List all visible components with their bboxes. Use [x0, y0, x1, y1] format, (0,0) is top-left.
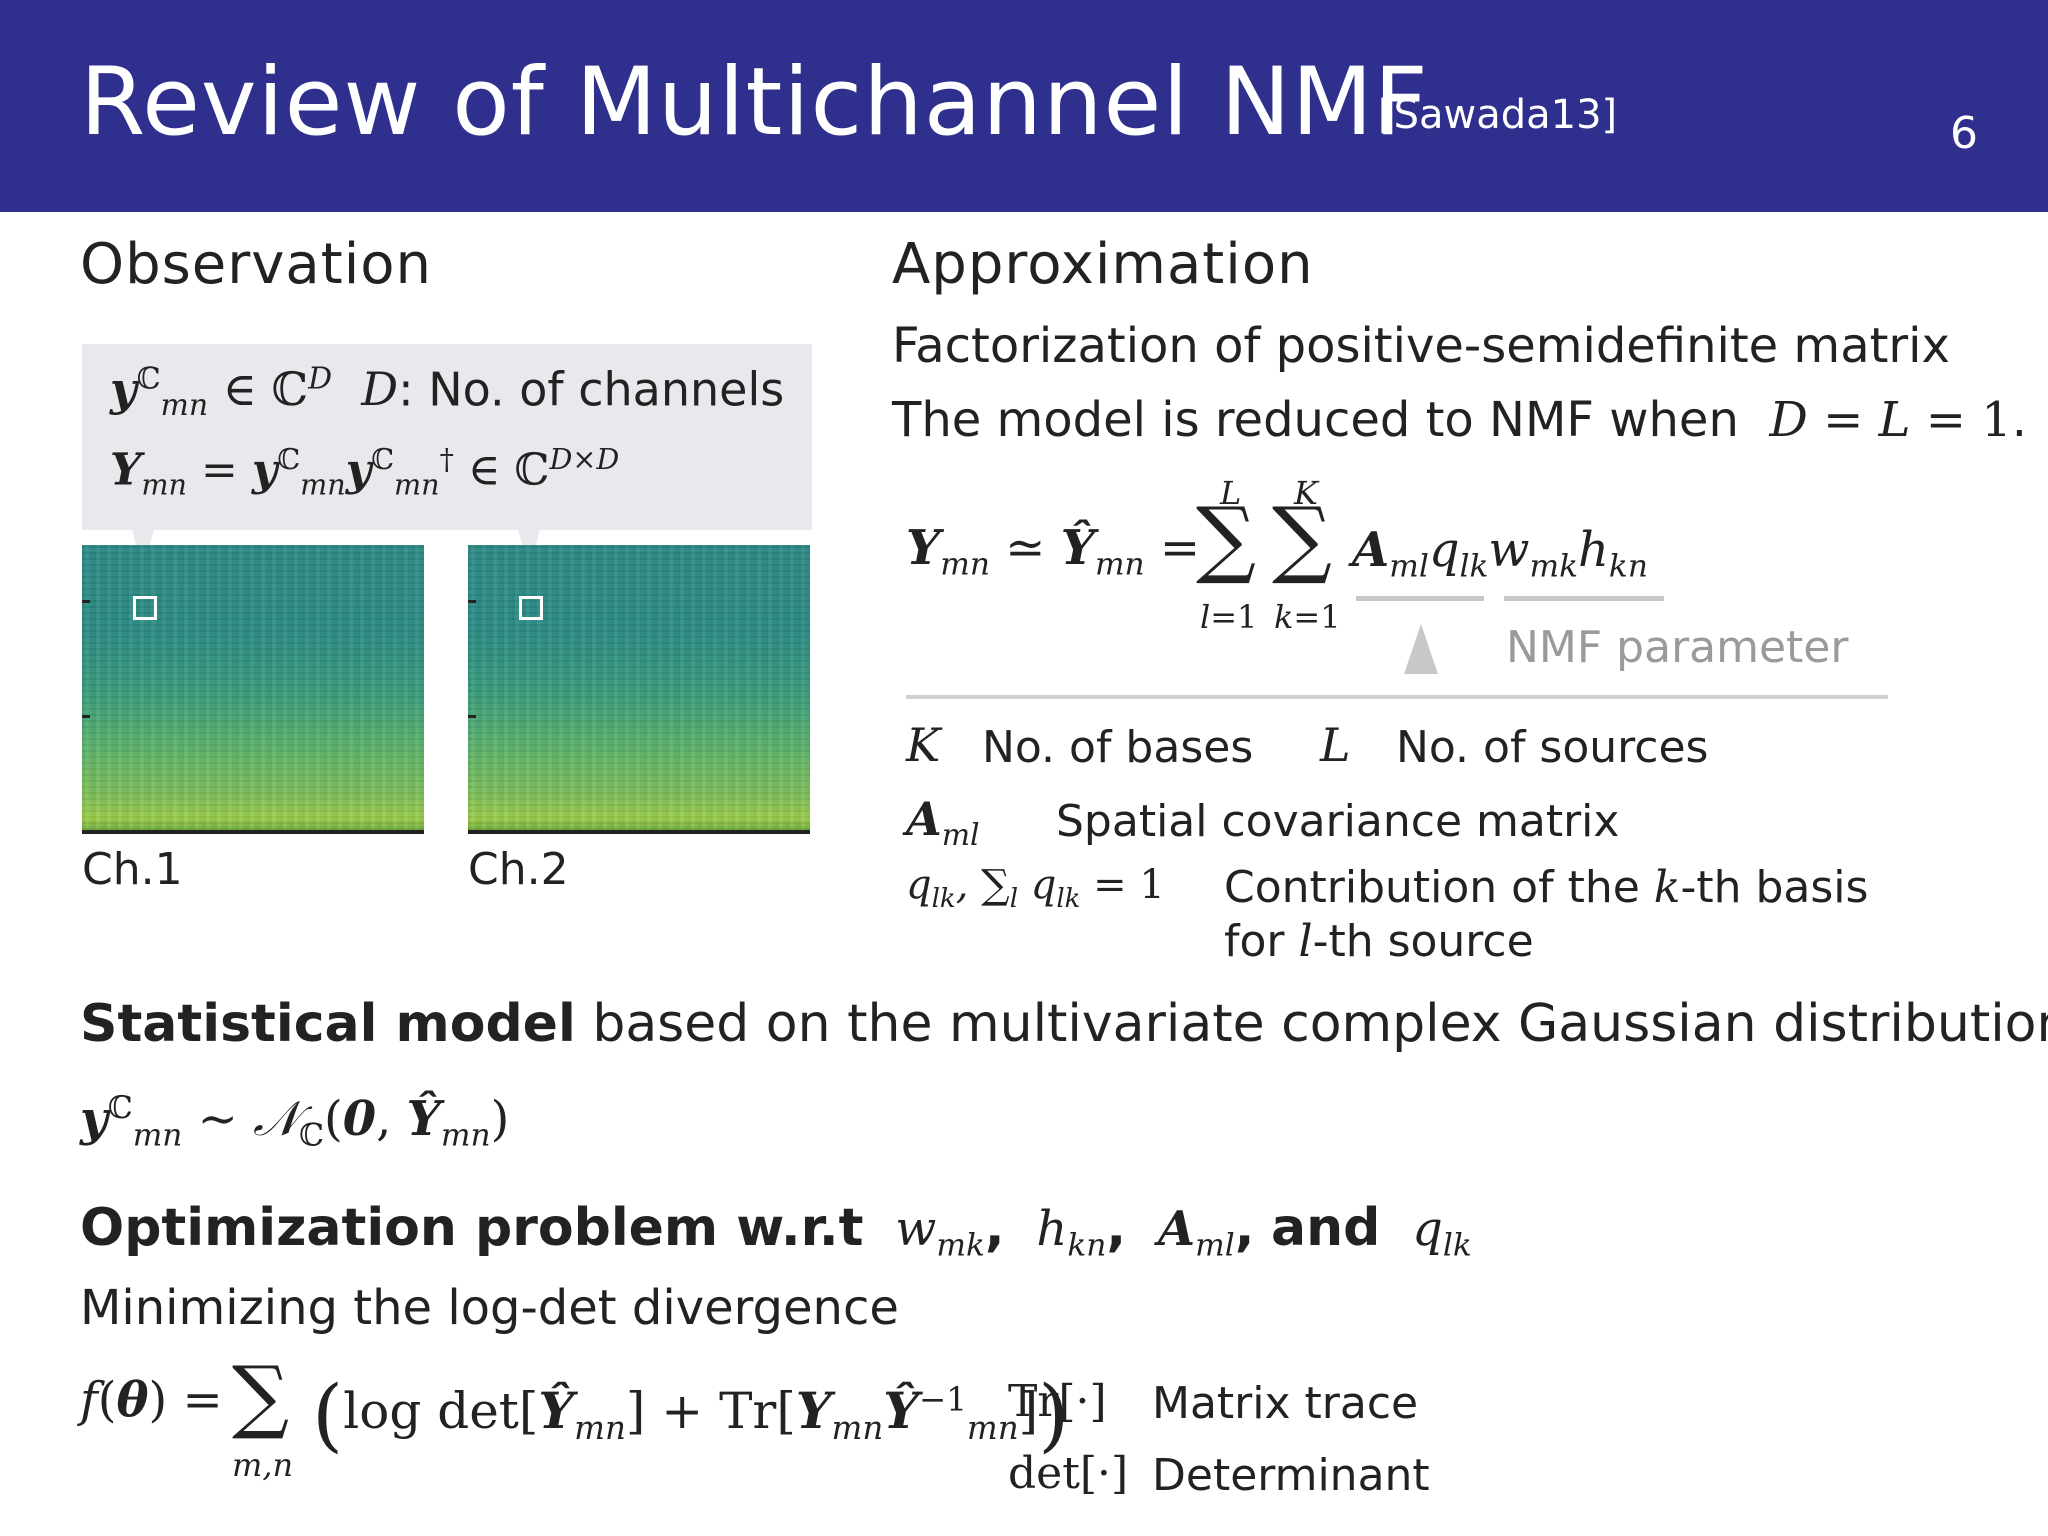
- up-arrow-icon: [1404, 624, 1438, 674]
- tf-bin-marker-ch1: [133, 596, 157, 620]
- q-desc-part: -th basis: [1680, 862, 1869, 913]
- gaussian-model-eq: yℂmn ∼ 𝒩ℂ(0, Ŷmn): [80, 1090, 510, 1154]
- q-description-line2: for l-th source: [1224, 916, 1534, 967]
- optimization-subtitle: Minimizing the log-det divergence: [80, 1280, 899, 1336]
- trace-description: Matrix trace: [1152, 1378, 1419, 1429]
- slide-header: Review of Multichannel NMF [Sawada13] 6: [0, 0, 2048, 212]
- optimization-and: and: [1271, 1198, 1381, 1258]
- slide-title: Review of Multichannel NMF: [80, 48, 1429, 157]
- objective-lhs: f(θ) =: [80, 1372, 223, 1428]
- l-symbol: L: [1320, 718, 1351, 772]
- q-desc-part: for: [1224, 916, 1285, 967]
- sum-l-upper: L: [1220, 474, 1242, 512]
- q-symbol: qlk, ∑l qlk = 1: [906, 862, 1165, 914]
- tf-bin-marker-ch2: [519, 596, 543, 620]
- nmf-condition-text: The model is reduced to NMF when: [892, 392, 1739, 448]
- q-desc-part: -th source: [1312, 916, 1534, 967]
- k-symbol: K: [906, 718, 941, 772]
- optimization-line: Optimization problem w.r.t wmk, hkn, Aml…: [80, 1198, 1472, 1264]
- sum-l-symbol: ∑: [1196, 489, 1256, 587]
- optimization-bold: Optimization problem w.r.t: [80, 1198, 864, 1258]
- statistical-model-line: Statistical model based on the multivari…: [80, 994, 2048, 1054]
- det-description: Determinant: [1152, 1450, 1430, 1501]
- underline-a-q: [1356, 596, 1484, 601]
- l-description: No. of sources: [1396, 722, 1709, 773]
- statistical-model-rest: based on the multivariate complex Gaussi…: [592, 994, 2048, 1054]
- a-symbol: Aml: [906, 792, 980, 854]
- approximation-heading: Approximation: [892, 232, 1314, 297]
- mnmf-model-eq-lhs: Ymn ≃ Ŷmn =: [906, 520, 1201, 583]
- a-description: Spatial covariance matrix: [1056, 796, 1620, 847]
- citation: [Sawada13]: [1378, 92, 1618, 138]
- underline-w-h: [1504, 596, 1664, 601]
- objective-rhs: (log det[Ŷmn] + Tr[YmnŶ−1mn]): [312, 1368, 1070, 1461]
- spectrogram-ch2: [468, 545, 810, 834]
- channels-note: : No. of channels: [398, 362, 785, 417]
- ch2-label: Ch.2: [468, 844, 569, 895]
- observation-eq-2: Ymn = yℂmnyℂmn† ∈ ℂD×D: [110, 442, 620, 502]
- det-symbol: det[·]: [1008, 1448, 1129, 1499]
- objective-sum-index: m,n: [232, 1446, 294, 1484]
- axis-tick: [82, 600, 90, 603]
- q-description-line1: Contribution of the k-th basis: [1224, 862, 1869, 913]
- observation-eq-1: yℂmn ∈ ℂD D: No. of channels: [110, 362, 785, 424]
- sum-k-symbol: ∑: [1272, 489, 1332, 587]
- divider: [906, 695, 1888, 699]
- approximation-line1: Factorization of positive-semidefinite m…: [892, 318, 1950, 374]
- sum-l-lower: l=1: [1200, 598, 1258, 636]
- ch1-label: Ch.1: [82, 844, 183, 895]
- sum-k-upper: K: [1294, 474, 1318, 512]
- observation-callout: [82, 344, 812, 530]
- axis-tick: [468, 600, 476, 603]
- trace-symbol: Tr[·]: [1008, 1376, 1107, 1427]
- nmf-parameter-label: NMF parameter: [1506, 622, 1849, 673]
- sum-k-lower: k=1: [1274, 598, 1341, 636]
- objective-sum-symbol: ∑: [232, 1349, 290, 1442]
- statistical-model-bold: Statistical model: [80, 994, 576, 1054]
- axis-tick: [468, 715, 476, 718]
- observation-heading: Observation: [80, 232, 433, 297]
- approximation-line2: The model is reduced to NMF when D = L =…: [892, 392, 2028, 448]
- page-number: 6: [1950, 108, 1978, 159]
- k-description: No. of bases: [982, 722, 1254, 773]
- axis-tick: [82, 715, 90, 718]
- mnmf-model-eq-rhs: Amlqlkwmkhkn: [1352, 522, 1648, 585]
- spectrogram-ch1: [82, 545, 424, 834]
- q-desc-part: Contribution of the: [1224, 862, 1640, 913]
